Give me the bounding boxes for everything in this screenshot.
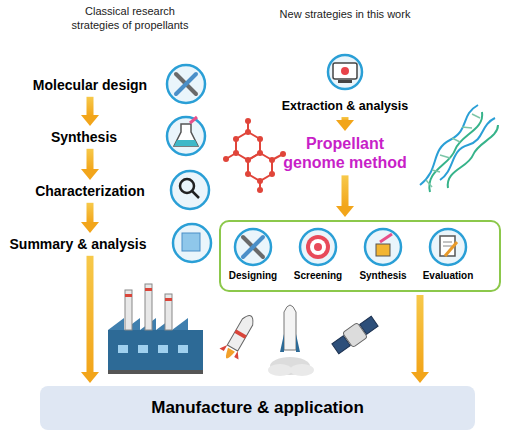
magnifier-icon — [180, 179, 199, 198]
factory-illustration — [108, 284, 203, 374]
step-label: Designing — [229, 270, 277, 282]
flow-arrow — [336, 117, 354, 131]
node-text: Extraction & analysis — [282, 99, 408, 114]
heading-label: New strategies in this work — [245, 8, 445, 22]
computer-icon — [333, 63, 357, 83]
method-title: Propellant genome method — [280, 134, 410, 172]
step-label: Screening — [294, 270, 342, 282]
molecule-illustration — [223, 118, 286, 193]
node-text: Synthesis — [359, 270, 406, 282]
clipboard-icon — [440, 236, 457, 256]
flask-icon — [174, 117, 198, 146]
icon-circles — [167, 55, 466, 265]
node-text: Evaluation — [423, 270, 474, 282]
step-text: Characterization — [35, 183, 145, 200]
dna-illustration — [420, 105, 498, 192]
group-box: Designing Screening Synthesis Evaluation — [219, 220, 501, 292]
step-text: Summary & analysis — [10, 236, 147, 253]
node-text: Screening — [294, 270, 342, 282]
step-text: Molecular design — [33, 77, 147, 94]
shuttle-illustration — [268, 305, 314, 376]
node-text: Summary & analysis — [10, 236, 147, 253]
step-text: Extraction & analysis — [282, 99, 408, 114]
satellite-illustration — [330, 314, 380, 356]
flow-arrow — [81, 97, 99, 126]
bottle-icon — [376, 234, 392, 256]
step-label: Synthesis — [359, 270, 406, 282]
summary-icon — [182, 233, 200, 251]
flow-arrow — [81, 203, 99, 233]
flow-arrow — [81, 256, 99, 383]
application-band: Manufacture & application — [40, 386, 475, 430]
step-text: Synthesis — [51, 129, 117, 146]
node-text: Molecular design — [33, 77, 147, 94]
node-text: Synthesis — [51, 129, 117, 146]
target-icon — [306, 235, 330, 259]
node-text: Characterization — [35, 183, 145, 200]
step-label: Evaluation — [423, 270, 474, 282]
node-text: Propellant genome method — [280, 134, 410, 172]
flow-arrow — [81, 149, 99, 180]
rocket-illustration — [217, 310, 261, 363]
heading-label: Classical research strategies of propell… — [60, 5, 200, 33]
flow-arrow — [336, 175, 354, 217]
node-text: Designing — [229, 270, 277, 282]
flow-arrow — [411, 295, 429, 383]
node-text: Manufacture & application — [151, 398, 364, 418]
